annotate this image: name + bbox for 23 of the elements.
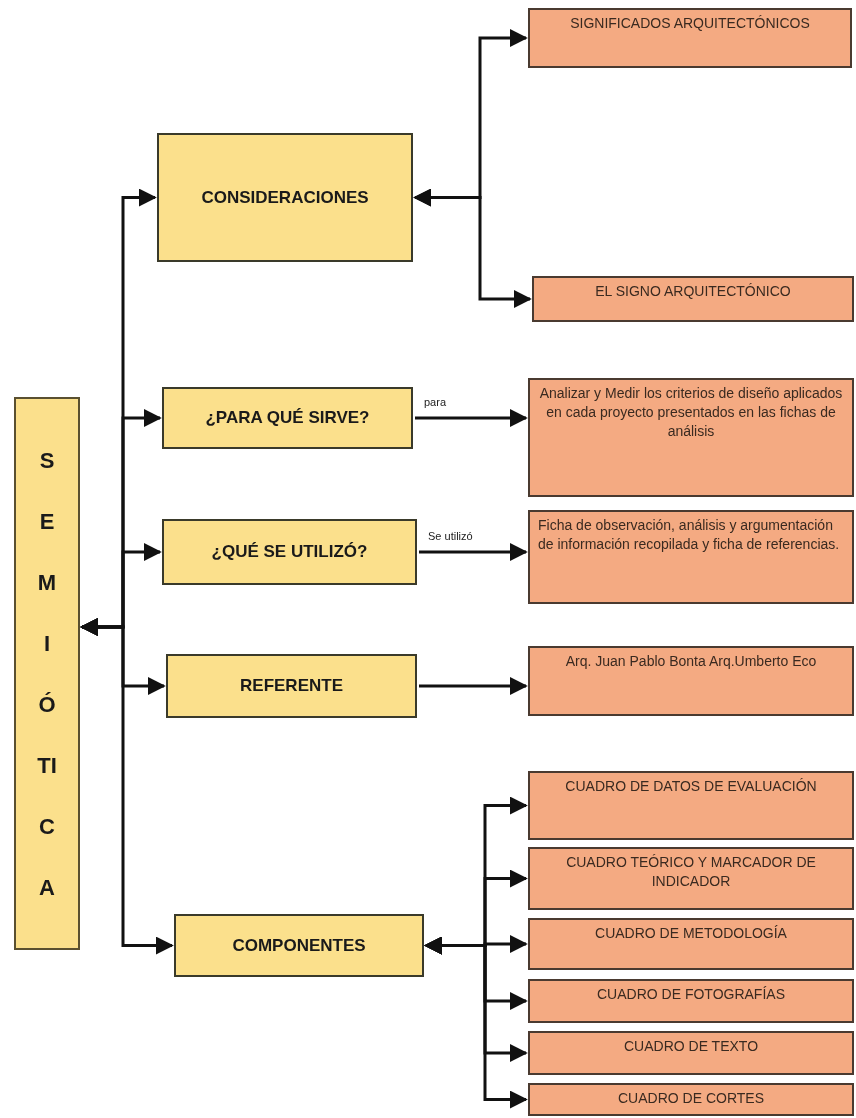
- description-box: EL SIGNO ARQUITECTÓNICO: [532, 276, 854, 322]
- connector-arrow: [413, 188, 532, 308]
- description-box: Analizar y Medir los criterios de diseño aplicados en cada proyecto presentados en las fichas de análisis: [528, 378, 854, 497]
- connector-arrow: [419, 543, 528, 561]
- description-box: CUADRO DE TEXTO: [528, 1031, 854, 1075]
- topic-box: ¿PARA QUÉ SIRVE?: [162, 387, 413, 449]
- title-column-box: SEMIÓTICA: [14, 397, 80, 950]
- description-box: CUADRO DE CORTES: [528, 1083, 854, 1116]
- description-box: CUADRO DE FOTOGRAFÍAS: [528, 979, 854, 1023]
- connector-arrow: [419, 677, 528, 695]
- topic-box: CONSIDERACIONES: [157, 133, 413, 262]
- description-box: Arq. Juan Pablo Bonta Arq.Umberto Eco: [528, 646, 854, 716]
- description-box: CUADRO TEÓRICO Y MARCADOR DE INDICADOR: [528, 847, 854, 910]
- description-box: SIGNIFICADOS ARQUITECTÓNICOS: [528, 8, 852, 68]
- connector-arrow: [415, 409, 528, 427]
- description-box: Ficha de observación, análisis y argumentación de información recopilada y ficha de referencias.: [528, 510, 854, 604]
- edge-label: Se utilizó: [427, 530, 474, 543]
- description-box: CUADRO DE METODOLOGÍA: [528, 918, 854, 970]
- connector-arrow: [424, 936, 528, 1109]
- topic-box: REFERENTE: [166, 654, 417, 718]
- description-box: CUADRO DE DATOS DE EVALUACIÓN: [528, 771, 854, 840]
- topic-box: ¿QUÉ SE UTILIZÓ?: [162, 519, 417, 585]
- topic-box: COMPONENTES: [174, 914, 424, 977]
